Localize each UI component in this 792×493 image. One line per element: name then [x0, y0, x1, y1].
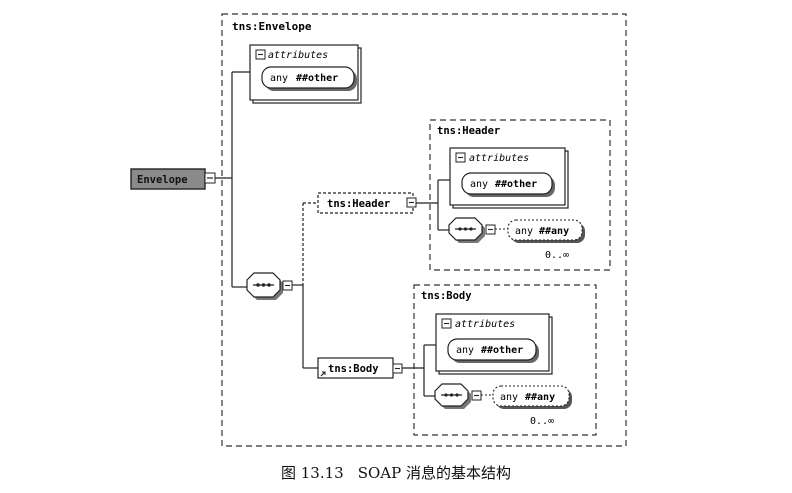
body-any-value: ##other: [481, 345, 523, 356]
body-attributes-collapse-icon[interactable]: [441, 318, 452, 329]
header-group-frame: [429, 119, 611, 271]
header-group-title: tns:Header: [437, 125, 500, 137]
envelope-any-attribute[interactable]: [261, 66, 357, 91]
header-any-cardinality: 0..∞: [545, 250, 569, 261]
envelope-attributes-label: attributes: [268, 50, 328, 61]
body-attributes-label: attributes: [455, 319, 515, 330]
body-group-title: tns:Body: [421, 290, 472, 302]
figure-number: 图 13.13: [281, 464, 344, 482]
envelope-any-prefix: any: [270, 73, 288, 84]
header-collapse-icon[interactable]: [406, 197, 417, 208]
header-any-element[interactable]: [507, 219, 585, 243]
body-element-label: tns:Body: [328, 363, 379, 375]
sequence-collapse-icon[interactable]: [282, 280, 293, 291]
body-sequence-compositor[interactable]: [434, 383, 471, 409]
header-any-element-prefix: any: [515, 226, 533, 237]
header-attributes-collapse-icon[interactable]: [455, 152, 466, 163]
header-any-value: ##other: [495, 179, 537, 190]
sequence-compositor[interactable]: [246, 272, 283, 300]
body-any-element-prefix: any: [500, 392, 518, 403]
figure-caption-text: SOAP 消息的基本结构: [357, 464, 511, 482]
body-any-prefix: any: [456, 345, 474, 356]
body-sequence-collapse-icon[interactable]: [471, 390, 482, 401]
header-any-attribute[interactable]: [461, 172, 555, 197]
body-collapse-icon[interactable]: [392, 363, 403, 374]
header-attributes-label: attributes: [469, 153, 529, 164]
body-any-element[interactable]: [492, 385, 572, 409]
envelope-any-value: ##other: [296, 73, 338, 84]
envelope-group-title: tns:Envelope: [232, 20, 312, 33]
body-group-frame: [413, 284, 597, 436]
envelope-attributes-collapse-icon[interactable]: [255, 49, 266, 60]
body-any-element-value: ##any: [525, 392, 555, 403]
header-any-prefix: any: [470, 179, 488, 190]
header-element-label: tns:Header: [327, 198, 390, 210]
body-any-attribute[interactable]: [447, 338, 539, 363]
body-any-cardinality: 0..∞: [530, 416, 554, 427]
body-link-icon: [320, 371, 326, 377]
envelope-group-frame: [221, 13, 627, 447]
header-sequence-compositor[interactable]: [448, 217, 485, 243]
envelope-collapse-icon[interactable]: [204, 172, 216, 184]
header-any-element-value: ##any: [539, 226, 569, 237]
envelope-root-label: Envelope: [137, 174, 188, 186]
header-sequence-collapse-icon[interactable]: [485, 224, 496, 235]
figure-caption: 图 13.13 SOAP 消息的基本结构: [0, 462, 792, 483]
